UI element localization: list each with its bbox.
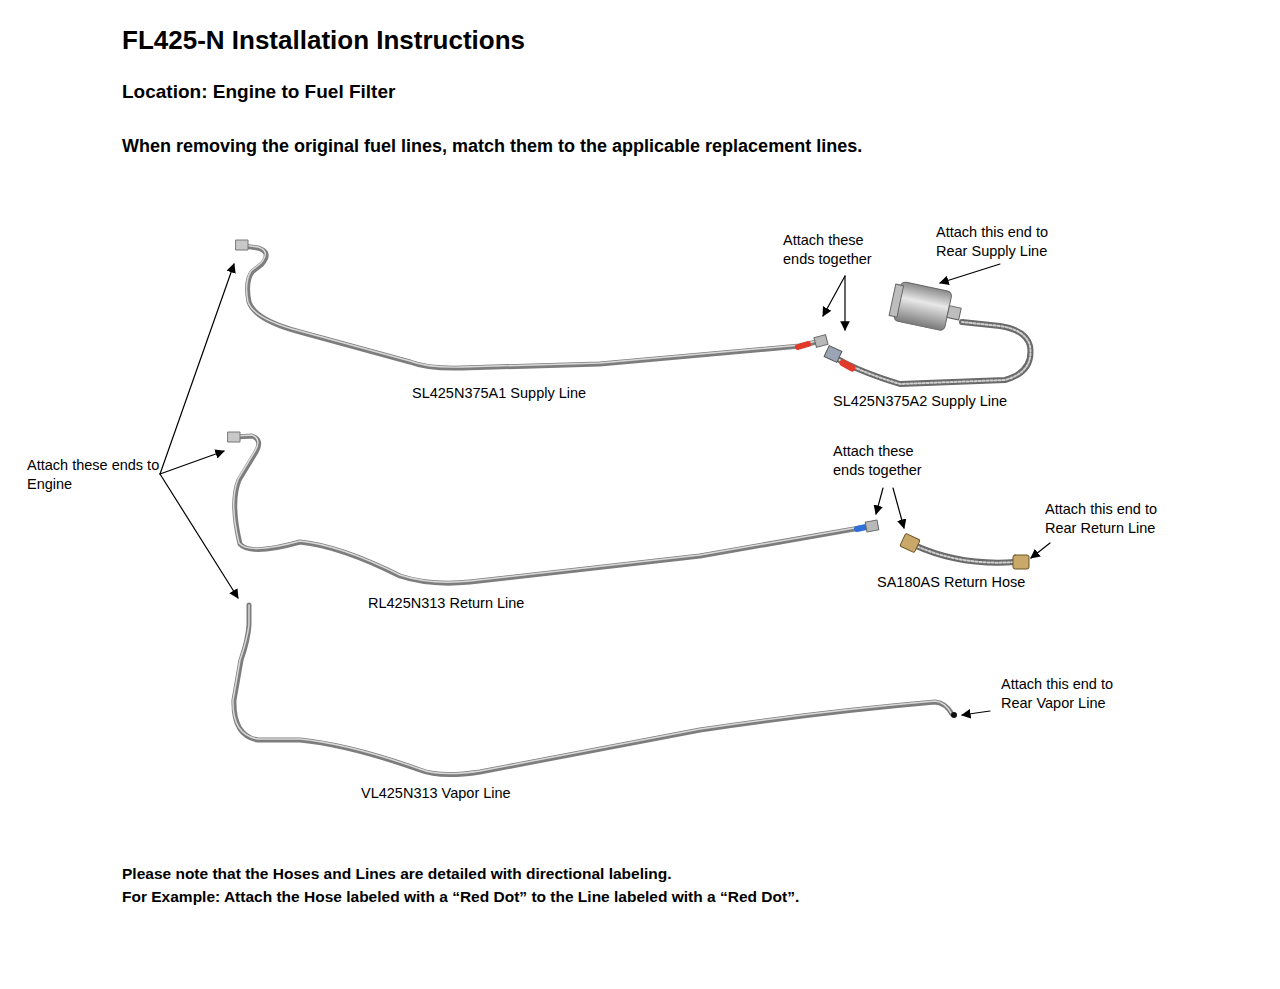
- callout-note: Attach this end to Rear Return Line: [1045, 500, 1185, 538]
- vapor-line: [233, 605, 957, 775]
- leader-arrow: [160, 264, 1050, 715]
- part-name: SL425N375A1 Supply Line: [412, 384, 586, 403]
- note-text: For Example: Attach the Hose labeled wit…: [122, 887, 799, 907]
- part-name: SL425N375A2 Supply Line: [833, 392, 1007, 411]
- supply-line: [236, 240, 828, 368]
- callout-note: Attach these ends to Engine: [27, 456, 162, 494]
- note-text: Please note that the Hoses and Lines are…: [122, 864, 672, 884]
- part-name: VL425N313 Vapor Line: [361, 784, 511, 803]
- return-hose: [900, 533, 1029, 569]
- supply-hose-with-filter: [824, 280, 1030, 384]
- part-name: RL425N313 Return Line: [368, 594, 524, 613]
- callout-note: Attach this end to Rear Vapor Line: [1001, 675, 1141, 713]
- part-name: SA180AS Return Hose: [877, 573, 1025, 592]
- callout-note: Attach these ends together: [783, 231, 895, 269]
- callout-note: Attach this end to Rear Supply Line: [936, 223, 1076, 261]
- callout-note: Attach these ends together: [833, 442, 945, 480]
- instruction-text: When removing the original fuel lines, m…: [122, 135, 862, 158]
- page-title: FL425-N Installation Instructions: [122, 24, 525, 58]
- return-line: [228, 432, 879, 583]
- location-heading: Location: Engine to Fuel Filter: [122, 80, 395, 105]
